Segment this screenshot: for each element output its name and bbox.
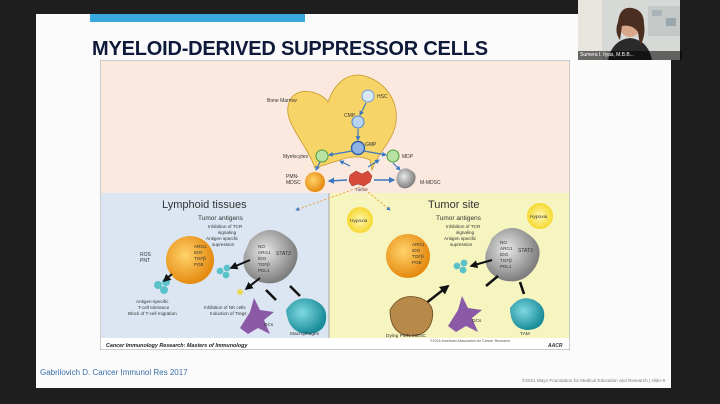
tam-cell	[510, 298, 545, 330]
no-l-4: PDL1	[258, 268, 270, 273]
no-r-1: ARG1	[500, 246, 513, 251]
no-r-0: NO	[500, 240, 507, 245]
hypoxia-right-label: Hypoxia	[530, 214, 548, 220]
stat3-right: STAT3	[518, 248, 533, 254]
m-mdsc-cell	[396, 168, 416, 189]
tam-label: TAM	[520, 331, 530, 337]
m-mdsc-large-left	[243, 229, 298, 284]
pge-r: PGE	[412, 260, 422, 265]
pmn-mdsc-label-2: MDSC	[286, 180, 301, 186]
stat3-left: STAT3	[276, 251, 291, 257]
tumor-antigens-right: Tumor antigens	[436, 215, 482, 222]
tcr-text-left-2: signaling	[218, 230, 237, 235]
hypoxia-burst-left	[347, 207, 373, 233]
tcr-text-left-3: Antigen specific	[206, 236, 239, 241]
tgfb-l: TGFβ	[194, 256, 206, 261]
cmp-cell	[351, 115, 365, 129]
mdsc-diagram: Bone Marrow HSC CMP GMP Myelocytes MDP P…	[100, 60, 570, 350]
dying-pmn-mdsc-cell	[389, 296, 434, 337]
tcr-text-right-1: Inhibition of TCR	[446, 224, 481, 229]
gmp-cell	[350, 140, 366, 156]
nk-inhibition-1: Inhibition of NK cells	[204, 305, 246, 310]
mdp-cell	[386, 149, 400, 163]
tumor-cells	[348, 170, 373, 187]
tcr-text-right-2: signaling	[456, 230, 475, 235]
tcr-text-left-1: Inhibition of TCR	[208, 224, 243, 229]
citation-text: Gabrilovich D. Cancer Immunol Res 2017	[40, 368, 188, 377]
participant-video-thumbnail[interactable]	[578, 0, 680, 60]
tcr-text-right-3: Antigen specific	[444, 236, 477, 241]
myelocytes-label: Myelocytes	[283, 154, 309, 160]
hypoxia-left-label: Hypoxia	[350, 218, 368, 224]
slide-footer: ©2021 Mayo Foundation for Medical Educat…	[522, 378, 665, 383]
no-r-2: IDO	[500, 252, 509, 257]
title-accent-bar	[90, 14, 305, 22]
mdp-label: MDP	[402, 154, 414, 160]
participant-video-image	[578, 0, 680, 60]
dcs-left-label: DCs	[264, 322, 274, 328]
dcs-right-label: DCs	[472, 318, 482, 324]
tcr-text-left-4: supression	[212, 242, 235, 247]
tcr-text-right-4: supression	[450, 242, 473, 247]
antigen-specific-2: T-cell tolerance	[138, 305, 170, 310]
m-mdsc-large-right	[485, 227, 540, 282]
journal-caption: Cancer Immunology Research: Masters of I…	[106, 343, 248, 349]
hsc-label: HSC	[377, 94, 388, 100]
pmn-mdsc-cell	[305, 172, 325, 192]
tumor-label: Tumor	[355, 187, 368, 192]
no-l-1: ARG1	[258, 250, 271, 255]
nk-cell-small	[237, 289, 243, 295]
tumor-site-title: Tumor site	[428, 199, 480, 211]
antigen-specific-1: Antigen-specific	[136, 299, 169, 304]
pmn-mdsc-large-left	[166, 236, 214, 284]
bone-marrow-label: Bone Marrow	[267, 98, 297, 104]
arg1-r: ARG1	[412, 242, 425, 247]
ido-r: IDO	[412, 248, 421, 253]
t-cell-cluster-center	[216, 264, 231, 279]
tumor-antigens-left: Tumor antigens	[198, 215, 244, 222]
no-r-4: PDL1	[500, 264, 512, 269]
arg1-l: ARG1	[194, 244, 207, 249]
figure-caption-bar	[101, 338, 569, 349]
slide-title: MYELOID-DERIVED SUPPRESSOR CELLS	[92, 38, 488, 60]
antigen-specific-3: Block of T-cell migration	[128, 311, 177, 316]
no-r-3: TGFβ	[500, 258, 512, 263]
participant-name-tag: Sumera I. Ilyas, M.B.B...	[578, 51, 682, 60]
figure-copyright: ©2016 American Association for Cancer Re…	[430, 339, 510, 343]
pmn-mdsc-label-1: PMN-	[286, 174, 299, 180]
hypoxia-burst-right	[527, 203, 553, 229]
pnt-label: PNT	[140, 258, 150, 264]
dendritic-cell-left	[240, 298, 274, 334]
no-l-2: IDO	[258, 256, 267, 261]
lymphoid-tissues-title: Lymphoid tissues	[162, 199, 247, 211]
nk-inhibition-2: Induction of Tregs	[210, 311, 247, 316]
aacr-logo: AACR	[547, 343, 563, 349]
dendritic-cell-right	[448, 296, 482, 332]
macrophage-cell	[286, 298, 327, 334]
macrophages-label: Macrophages	[290, 331, 320, 337]
cmp-label: CMP	[344, 113, 356, 119]
gmp-label: GMP	[365, 142, 377, 148]
hsc-cell	[361, 89, 375, 103]
t-cell-cluster-right	[453, 259, 468, 274]
pmn-mdsc-large-right	[386, 234, 430, 278]
no-l-0: NO	[258, 244, 265, 249]
no-l-3: TGFβ	[258, 262, 270, 267]
m-mdsc-label: M-MDSC	[420, 180, 441, 186]
ros-label: ROS	[140, 252, 152, 258]
ido-l: IDO	[194, 250, 203, 255]
dying-pmn-label: Dying PMN-MDSC	[386, 333, 427, 339]
myelocyte-cell	[315, 149, 329, 163]
pge-l: PGE	[194, 262, 204, 267]
tgfb-r: TGFβ	[412, 254, 424, 259]
